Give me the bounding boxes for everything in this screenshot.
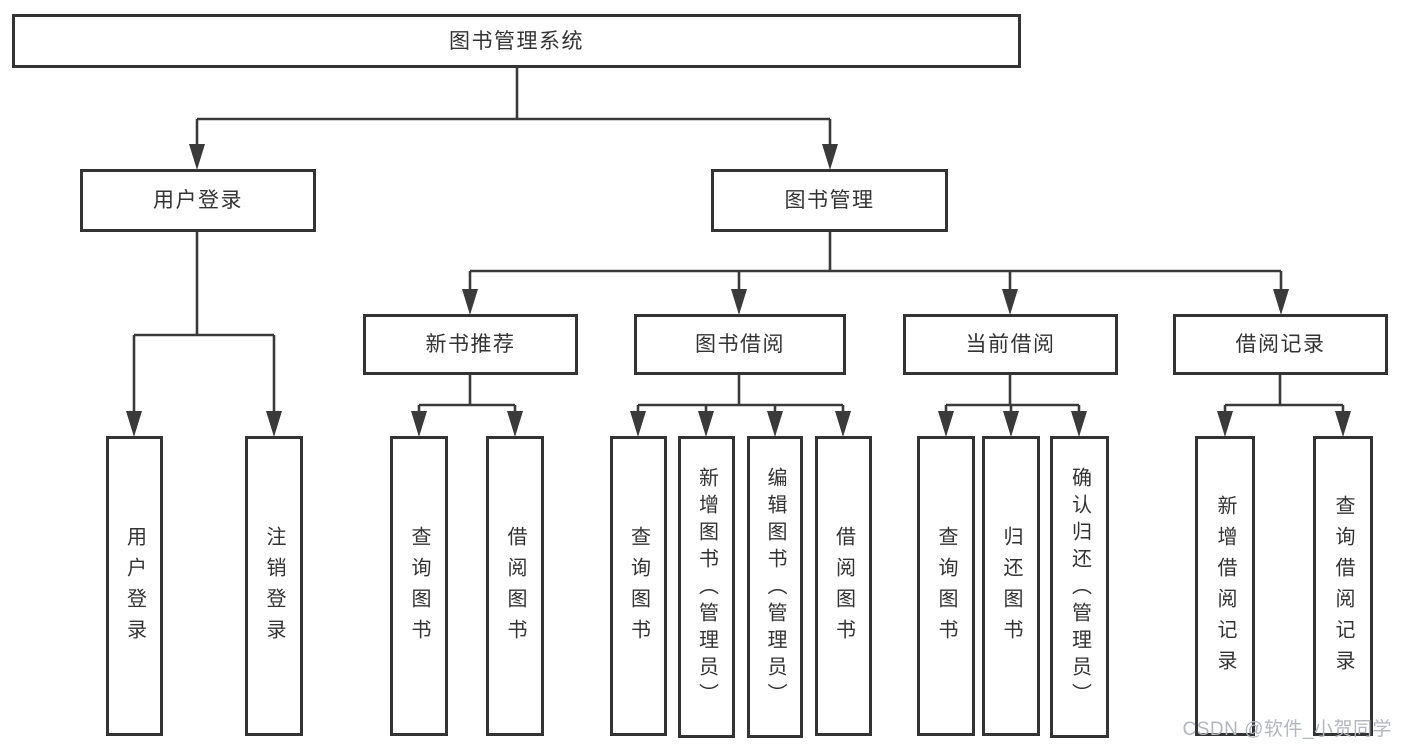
node-current-borrowing: 当前借阅 (903, 314, 1118, 375)
node-borrowing-records: 借阅记录 (1173, 314, 1388, 375)
leaf-query-books-current: 查询图书 (917, 436, 975, 736)
node-new-book-recommendation: 新书推荐 (363, 314, 578, 375)
leaf-borrow-books-recommend: 借阅图书 (486, 436, 544, 736)
arrowheads (126, 144, 1351, 437)
leaf-query-borrow-record: 查询借阅记录 (1313, 436, 1373, 736)
leaf-return-books: 归还图书 (982, 436, 1040, 736)
leaf-edit-book-admin: 编辑图书（管理员） (747, 436, 803, 738)
node-book-management: 图书管理 (711, 169, 948, 232)
leaf-add-book-admin: 新增图书（管理员） (678, 436, 735, 738)
leaf-query-books-borrowing: 查询图书 (610, 436, 667, 736)
leaf-user-login: 用户登录 (106, 436, 163, 736)
leaf-confirm-return-admin: 确认归还（管理员） (1050, 436, 1109, 738)
node-library-management-system: 图书管理系统 (12, 14, 1021, 68)
leaf-logout: 注销登录 (245, 436, 303, 736)
node-user-login: 用户登录 (80, 169, 316, 232)
leaf-borrow-books-borrowing: 借阅图书 (815, 436, 872, 736)
node-book-borrowing: 图书借阅 (634, 314, 846, 375)
watermark: CSDN @软件_小贺同学 (1182, 719, 1392, 740)
leaf-add-borrow-record: 新增借阅记录 (1195, 436, 1255, 736)
leaf-query-books-recommend: 查询图书 (390, 436, 448, 736)
